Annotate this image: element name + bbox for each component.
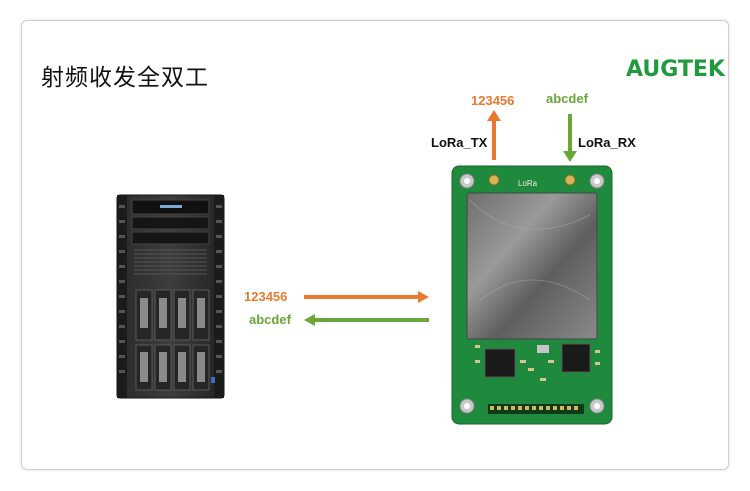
lora-tx-label: LoRa_TX	[431, 135, 488, 150]
brand-logo: AUGTEK	[626, 57, 725, 82]
link-data-to-server-label: abcdef	[249, 312, 291, 327]
rx-down-arrow	[563, 114, 577, 162]
tx-up-arrow	[487, 110, 501, 160]
slide-title: 射频收发全双工	[41, 65, 209, 91]
rx-data-label: abcdef	[546, 91, 588, 106]
module-silkscreen-label: LoRa	[518, 179, 538, 188]
logo-part-aug: AUG	[626, 57, 678, 82]
tx-data-label: 123456	[471, 93, 515, 108]
lora-rx-label: LoRa_RX	[578, 135, 636, 150]
logo-part-tek: TEK	[677, 57, 725, 82]
link-data-to-module-label: 123456	[244, 289, 288, 304]
lora-module-image	[451, 165, 613, 425]
module-to-server-arrow	[304, 314, 429, 326]
server-to-module-arrow	[304, 291, 429, 303]
server-tower-image	[116, 194, 225, 399]
